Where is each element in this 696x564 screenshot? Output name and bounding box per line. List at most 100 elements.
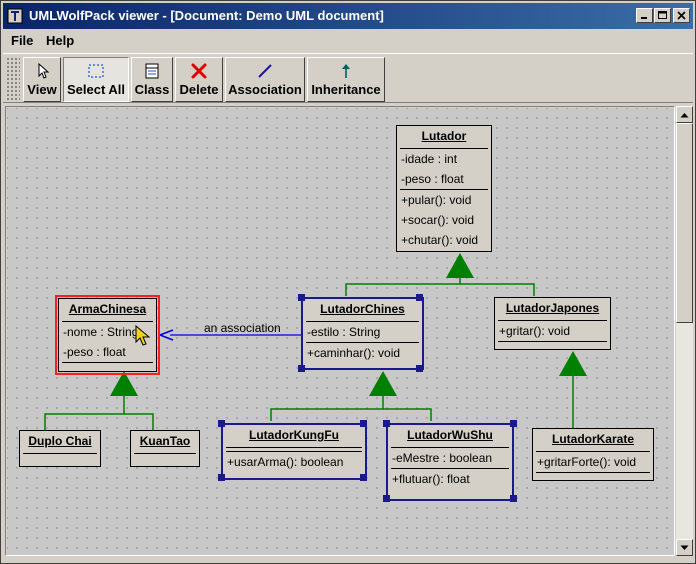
class-method: +pular(): void [401,193,472,207]
class-name: Lutador [421,129,467,143]
divider [400,189,488,190]
class-name: LutadorJapones [505,301,600,315]
scrollbar-thumb[interactable] [676,123,693,323]
resize-handle[interactable] [510,495,517,502]
class-name: KuanTao [139,434,191,448]
association-edge[interactable] [159,329,303,341]
class-lutador[interactable]: Lutador -idade : int -peso : float +pula… [396,125,492,252]
class-kuan-tao[interactable]: KuanTao [130,430,200,467]
class-lutador-japones[interactable]: LutadorJapones +gritar(): void [494,297,611,350]
resize-handle[interactable] [360,474,367,481]
close-button[interactable] [673,8,690,23]
divider [226,447,362,448]
divider [306,342,419,343]
class-method: +caminhar(): void [307,346,401,360]
divider [391,447,509,448]
divider [536,451,650,452]
chevron-up-icon [680,112,689,117]
resize-handle[interactable] [298,294,305,301]
maximize-icon [658,11,667,19]
class-lutador-kung-fu[interactable]: LutadorKungFu +usarArma(): boolean [221,423,367,480]
class-attribute: -eMestre : boolean [392,451,493,465]
class-label: Class [134,82,170,97]
toolbar-grip[interactable] [6,57,20,101]
resize-handle[interactable] [383,495,390,502]
divider [226,451,362,452]
up-arrow-icon [342,64,350,78]
delete-button[interactable]: Delete [175,57,223,102]
select-all-button[interactable]: Select All [63,57,129,102]
class-name: ArmaChinesa [68,302,147,316]
class-attribute: -peso : float [63,345,126,359]
menu-help[interactable]: Help [46,33,75,48]
red-x-icon [191,63,207,79]
class-method: +chutar(): void [401,233,479,247]
class-attribute: -nome : String [63,325,139,339]
resize-handle[interactable] [383,420,390,427]
view-button[interactable]: View [23,57,61,102]
scroll-down-button[interactable] [676,539,693,556]
class-name: LutadorWuShu [407,428,493,442]
divider [23,453,97,454]
close-icon [677,11,686,20]
diagram-frame: Lutador -idade : int -peso : float +pula… [5,106,675,556]
class-method: +usarArma(): boolean [227,455,344,469]
resize-handle[interactable] [510,420,517,427]
class-method: +gritarForte(): void [537,455,637,469]
maximize-button[interactable] [654,8,671,23]
association-button[interactable]: Association [225,57,305,102]
view-label: View [27,82,57,97]
divider [62,362,153,363]
select-all-label: Select All [66,82,126,97]
inheritance-lutador[interactable] [345,253,535,296]
resize-handle[interactable] [298,365,305,372]
class-attribute: -idade : int [401,152,458,166]
selection-box-icon [88,64,104,78]
toolbar: View Select All Class Delete [3,53,693,103]
association-label: Association [228,82,302,97]
vertical-scrollbar[interactable] [676,106,693,556]
divider [391,468,509,469]
class-lutador-karate[interactable]: LutadorKarate +gritarForte(): void [532,428,654,481]
resize-handle[interactable] [218,420,225,427]
divider [134,453,196,454]
title-bar[interactable]: UMLWolfPack viewer - [Document: Demo UML… [3,3,693,29]
divider [498,320,607,321]
class-name: LutadorKarate [551,432,634,446]
class-method: +flutuar(): float [392,472,470,486]
line-icon [258,64,272,78]
minimize-button[interactable] [636,8,653,23]
window-title: UMLWolfPack viewer - [Document: Demo UML… [29,8,384,23]
chevron-down-icon [680,545,689,550]
class-name: Duplo Chai [28,434,92,448]
class-lutador-chines[interactable]: LutadorChines -estilo : String +caminhar… [301,297,424,370]
scroll-up-button[interactable] [676,106,693,123]
menu-bar: File Help [3,30,693,52]
resize-handle[interactable] [218,474,225,481]
diagram-canvas[interactable]: Lutador -idade : int -peso : float +pula… [7,108,674,555]
inheritance-button[interactable]: Inheritance [307,57,385,102]
resize-handle[interactable] [416,294,423,301]
class-method: +gritar(): void [499,324,571,338]
divider [306,321,419,322]
class-name: LutadorChines [320,302,405,316]
diagram-edges [44,253,587,430]
app-icon [7,8,23,24]
inheritance-arma-chinesa[interactable] [44,371,154,430]
resize-handle[interactable] [360,420,367,427]
inheritance-lutador-japones[interactable] [559,351,587,428]
class-method: +socar(): void [401,213,475,227]
class-lutador-wu-shu[interactable]: LutadorWuShu -eMestre : boolean +flutuar… [386,423,514,501]
class-attribute: -estilo : String [307,325,381,339]
inheritance-lutador-chines[interactable] [270,371,432,421]
class-button[interactable]: Class [131,57,173,102]
minimize-icon [641,17,647,19]
class-attribute: -peso : float [401,172,464,186]
pointer-arrow-icon [38,62,50,79]
divider [498,341,607,342]
class-duplo-chai[interactable]: Duplo Chai [19,430,101,467]
menu-file[interactable]: File [11,33,34,48]
resize-handle[interactable] [416,365,423,372]
divider [62,321,153,322]
